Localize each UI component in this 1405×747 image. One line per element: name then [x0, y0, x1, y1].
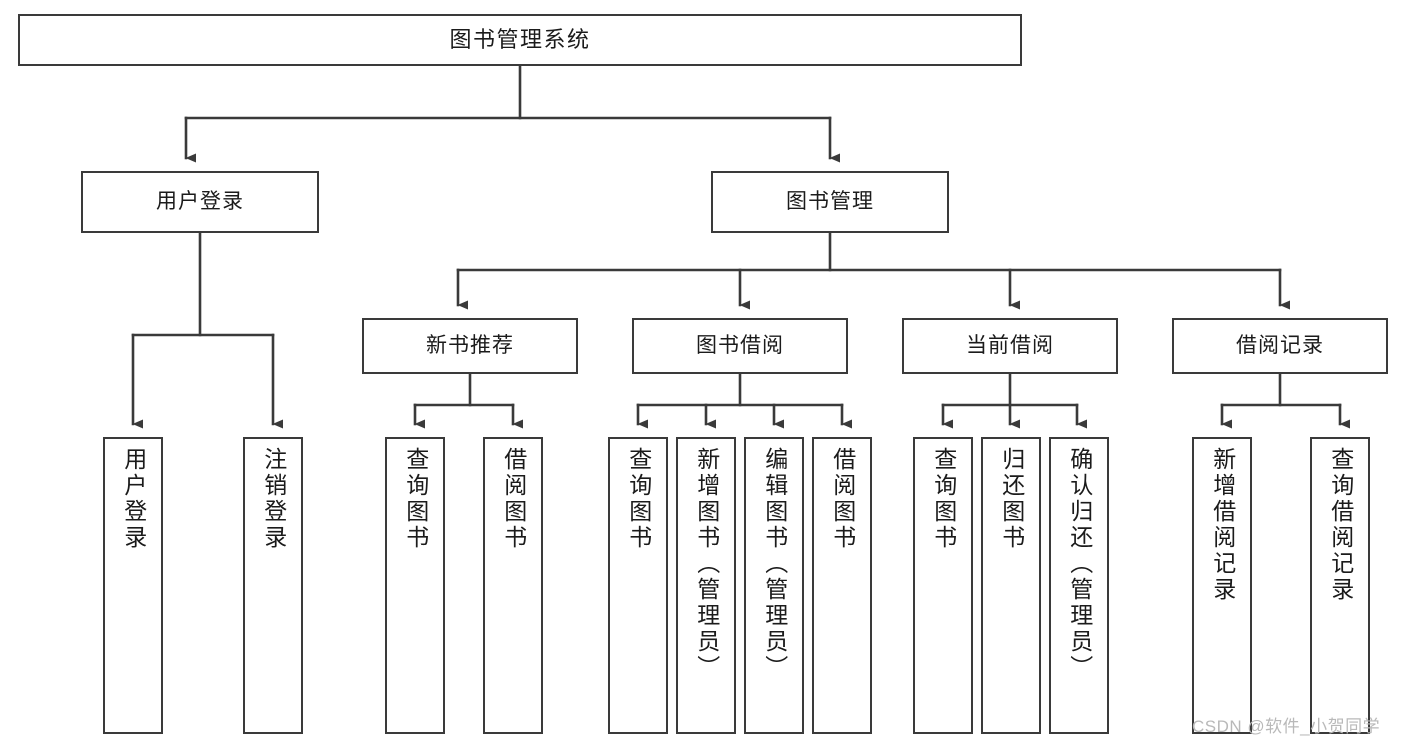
leaf-user-login-logout[interactable]: 注销登录: [243, 437, 303, 734]
leaf-book-borrow-add-book-admin[interactable]: 新增图书（管理员）: [676, 437, 736, 734]
leaf-user-login-login[interactable]: 用户登录: [103, 437, 163, 734]
node-label: 用户登录: [156, 189, 244, 213]
node-current-borrowing[interactable]: 当前借阅: [902, 318, 1118, 374]
node-label: 借阅图书: [500, 447, 527, 551]
node-label: 新增图书（管理员）: [693, 447, 720, 681]
node-borrowing-record[interactable]: 借阅记录: [1172, 318, 1388, 374]
node-label: 确认归还（管理员）: [1066, 447, 1093, 681]
node-label: 查询图书: [930, 447, 957, 551]
watermark-text: CSDN @软件_小贺同学: [1192, 717, 1381, 736]
leaf-current-borrow-return-book[interactable]: 归还图书: [981, 437, 1041, 734]
leaf-borrow-record-add-record[interactable]: 新增借阅记录: [1192, 437, 1252, 734]
leaf-new-book-borrow-book[interactable]: 借阅图书: [483, 437, 543, 734]
node-label: 新书推荐: [426, 333, 514, 357]
node-label: 新增借阅记录: [1209, 447, 1236, 603]
leaf-current-borrow-confirm-return-admin[interactable]: 确认归还（管理员）: [1049, 437, 1109, 734]
leaf-book-borrow-edit-book-admin[interactable]: 编辑图书（管理员）: [744, 437, 804, 734]
node-book-borrowing[interactable]: 图书借阅: [632, 318, 848, 374]
leaf-current-borrow-query-book[interactable]: 查询图书: [913, 437, 973, 734]
node-root-book-management-system[interactable]: 图书管理系统: [18, 14, 1022, 66]
node-label: 查询图书: [625, 447, 652, 551]
node-label: 编辑图书（管理员）: [761, 447, 788, 681]
node-label: 注销登录: [260, 447, 287, 551]
node-user-login[interactable]: 用户登录: [81, 171, 319, 233]
node-label: 借阅记录: [1236, 333, 1324, 357]
node-label: 借阅图书: [829, 447, 856, 551]
node-label: 当前借阅: [966, 333, 1054, 357]
leaf-book-borrow-query-book[interactable]: 查询图书: [608, 437, 668, 734]
leaf-book-borrow-borrow-book[interactable]: 借阅图书: [812, 437, 872, 734]
leaf-borrow-record-query-record[interactable]: 查询借阅记录: [1310, 437, 1370, 734]
leaf-new-book-query-book[interactable]: 查询图书: [385, 437, 445, 734]
node-label: 查询图书: [402, 447, 429, 551]
node-book-management[interactable]: 图书管理: [711, 171, 949, 233]
node-label: 图书借阅: [696, 333, 784, 357]
node-new-book-recommendation[interactable]: 新书推荐: [362, 318, 578, 374]
node-label: 查询借阅记录: [1327, 447, 1354, 603]
node-label: 归还图书: [998, 447, 1025, 551]
node-label: 用户登录: [120, 447, 147, 551]
node-label: 图书管理系统: [449, 27, 591, 53]
node-label: 图书管理: [786, 189, 874, 213]
